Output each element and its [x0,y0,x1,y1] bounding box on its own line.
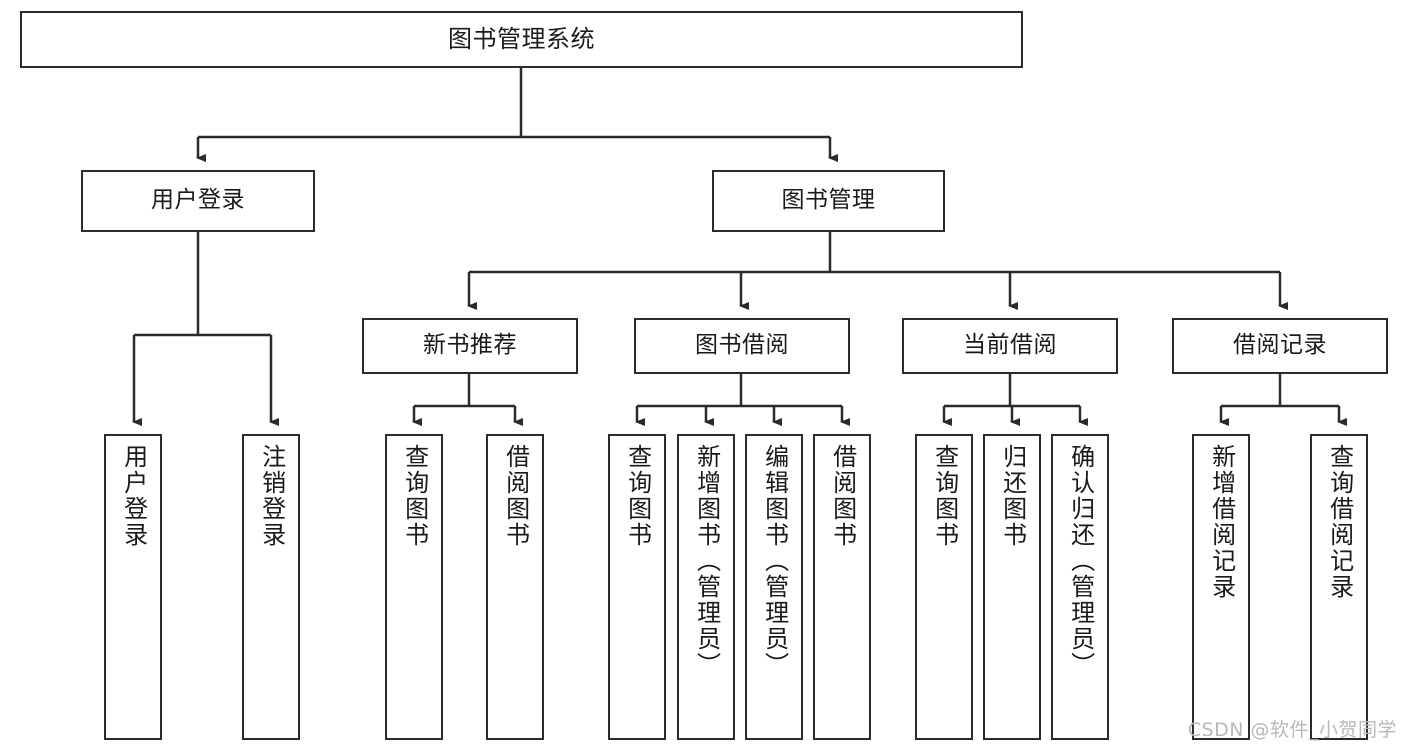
node-borrow-record[interactable]: 借阅记录 [1172,318,1388,374]
node-leaf-borrow-book-1[interactable]: 借阅图书 [486,434,544,740]
node-leaf-edit-book[interactable]: 编辑图书（管理员） [745,434,803,740]
watermark-text: CSDN @软件_小贺同学 [1187,719,1397,741]
node-root-system[interactable]: 图书管理系统 [20,11,1023,68]
node-label: 编辑图书（管理员） [760,444,789,678]
node-book-admin[interactable]: 图书管理 [712,170,945,232]
node-label: 用户登录 [151,187,245,214]
node-label: 图书管理系统 [448,25,595,54]
node-leaf-confirm-return[interactable]: 确认归还（管理员） [1051,434,1109,740]
node-leaf-query-book-3[interactable]: 查询图书 [915,434,973,740]
node-leaf-add-book[interactable]: 新增图书（管理员） [677,434,735,740]
node-user-login[interactable]: 用户登录 [81,170,315,232]
node-label: 图书管理 [781,187,876,214]
node-label: 查询图书 [400,444,429,548]
node-label: 新增图书（管理员） [692,444,721,678]
node-label: 新增借阅记录 [1207,444,1236,600]
node-label: 图书借阅 [695,332,789,359]
node-leaf-logout[interactable]: 注销登录 [242,434,300,740]
node-leaf-user-login[interactable]: 用户登录 [104,434,162,740]
node-leaf-query-book-2[interactable]: 查询图书 [608,434,666,740]
node-label: 查询图书 [623,444,652,548]
node-leaf-borrow-book-2[interactable]: 借阅图书 [813,434,871,740]
node-label: 确认归还（管理员） [1066,444,1095,678]
node-label: 借阅记录 [1233,332,1327,359]
node-book-borrow[interactable]: 图书借阅 [634,318,850,374]
node-leaf-add-record[interactable]: 新增借阅记录 [1192,434,1250,740]
node-label: 归还图书 [998,444,1027,548]
node-label: 当前借阅 [963,332,1057,359]
node-label: 用户登录 [119,444,148,548]
node-new-book-rec[interactable]: 新书推荐 [362,318,578,374]
node-label: 借阅图书 [828,444,857,548]
node-label: 查询图书 [930,444,959,548]
node-label: 查询借阅记录 [1325,444,1354,600]
node-leaf-return-book[interactable]: 归还图书 [983,434,1041,740]
node-leaf-query-record[interactable]: 查询借阅记录 [1310,434,1368,740]
node-label: 借阅图书 [501,444,530,548]
node-label: 新书推荐 [423,332,517,359]
node-label: 注销登录 [257,444,286,548]
node-current-borrow[interactable]: 当前借阅 [902,318,1118,374]
node-leaf-query-book-1[interactable]: 查询图书 [385,434,443,740]
